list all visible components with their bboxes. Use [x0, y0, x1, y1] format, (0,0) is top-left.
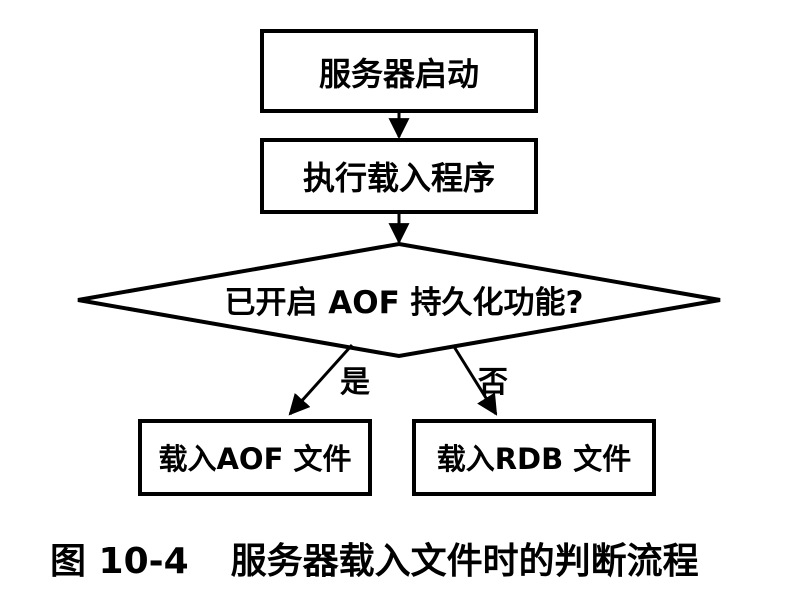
load-program-label: 执行载入程序: [303, 159, 495, 197]
yes-label: 是: [340, 365, 370, 400]
arrow-yes: [288, 343, 354, 416]
decision-node: 已开启 AOF 持久化功能?: [77, 241, 721, 359]
start-node-label: 服务器启动: [319, 55, 479, 93]
figure-caption: 图 10-4 服务器载入文件时的判断流程: [50, 532, 699, 584]
load-program-node: 执行载入程序: [260, 138, 538, 214]
start-node: 服务器启动: [260, 29, 538, 113]
flowchart: 服务器启动 执行载入程序 已开启 AOF 持久化功能? 是 否 载入AOF 文件…: [77, 29, 721, 496]
load-aof-label: 载入AOF 文件: [158, 442, 351, 476]
load-rdb-node: 载入RDB 文件: [412, 419, 656, 496]
figure-title: 服务器载入文件时的判断流程: [230, 541, 699, 582]
figure-number: 图 10-4: [50, 541, 189, 582]
no-label: 否: [478, 365, 508, 400]
decision-label: 已开启 AOF 持久化功能?: [224, 285, 583, 321]
load-rdb-label: 载入RDB 文件: [437, 442, 632, 476]
arrow-no: [451, 344, 498, 416]
load-aof-node: 载入AOF 文件: [138, 419, 372, 496]
